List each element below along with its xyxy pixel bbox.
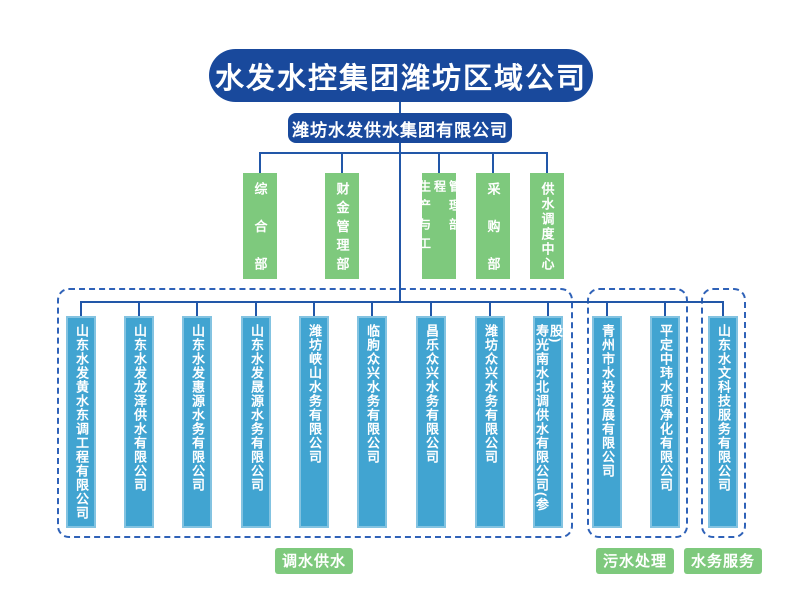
subsidiary-name: 山东水文科技服务有限公司 — [716, 324, 731, 492]
root-company-name: 水发水控集团潍坊区域公司 — [214, 62, 587, 95]
subsidiary-box: 山东水发龙泽供水有限公司 — [124, 316, 154, 528]
subsidiary-name: 青州市水投发展有限公司 — [600, 324, 615, 478]
group-company-box: 潍坊水发供水集团有限公司 — [288, 113, 512, 143]
department-name: 综合部 — [252, 182, 268, 270]
subsidiary-name: 山东水发龙泽供水有限公司 — [132, 324, 147, 492]
connector-stub — [489, 301, 491, 316]
group-outline-water-affairs-service — [701, 288, 746, 538]
connector-stub — [371, 301, 373, 316]
department-box-finance: 财金管理部 — [325, 173, 359, 279]
subsidiary-box: 潍坊峡山水务有限公司 — [299, 316, 329, 528]
subsidiary-name: 昌乐众兴水务有限公司 — [424, 324, 439, 464]
subsidiary-name: 临朐众兴水务有限公司 — [365, 324, 380, 464]
connector-stub — [546, 152, 548, 173]
department-name: 采购部 — [485, 182, 501, 270]
connector-trunk — [399, 143, 401, 303]
connector-subsidiary-rail — [80, 301, 724, 303]
department-box-procurement: 采购部 — [476, 173, 510, 279]
subsidiary-name: 寿光南水北调供水有限公司(参股) — [534, 324, 563, 512]
department-name: 供水调度中心 — [539, 182, 555, 270]
connector-stub — [438, 152, 440, 173]
group-company-name: 潍坊水发供水集团有限公司 — [292, 120, 508, 140]
subsidiary-name: 潍坊众兴水务有限公司 — [483, 324, 498, 464]
subsidiary-box: 潍坊众兴水务有限公司 — [475, 316, 505, 528]
connector-department-rail — [259, 152, 547, 154]
subsidiary-box: 山东水发晟源水务有限公司 — [241, 316, 271, 528]
connector-stub — [196, 301, 198, 316]
connector-stub — [547, 301, 549, 316]
department-box-production-engineering: 生产与工程 管理部 — [418, 173, 462, 279]
connector-stub — [606, 301, 608, 316]
connector-stub — [341, 152, 343, 173]
subsidiary-box: 青州市水投发展有限公司 — [592, 316, 622, 528]
subsidiary-name: 山东水发黄水东调工程有限公司 — [74, 324, 89, 520]
subsidiary-name: 潍坊峡山水务有限公司 — [307, 324, 322, 464]
subsidiary-box: 山东水文科技服务有限公司 — [708, 316, 738, 528]
subsidiary-box: 寿光南水北调供水有限公司(参股) — [533, 316, 563, 528]
subsidiary-box: 平定中玮水质净化有限公司 — [650, 316, 680, 528]
category-tag-water-diversion-supply: 调水供水 — [274, 548, 354, 574]
category-tag-sewage-treatment: 污水处理 — [595, 548, 675, 574]
subsidiary-box: 昌乐众兴水务有限公司 — [416, 316, 446, 528]
department-name: 生产与工程 管理部 — [417, 180, 462, 256]
subsidiary-name: 山东水发晟源水务有限公司 — [249, 324, 264, 492]
department-name: 财金管理部 — [334, 182, 350, 270]
connector-root-to-group — [399, 102, 401, 113]
group-outline-water-diversion-supply — [57, 288, 573, 538]
subsidiary-name: 平定中玮水质净化有限公司 — [658, 324, 673, 492]
connector-stub — [138, 301, 140, 316]
department-box-water-dispatch-center: 供水调度中心 — [530, 173, 564, 279]
connector-stub — [722, 301, 724, 316]
connector-stub — [430, 301, 432, 316]
root-company-box: 水发水控集团潍坊区域公司 — [209, 49, 593, 102]
category-tag-water-affairs-service: 水务服务 — [683, 548, 763, 574]
subsidiary-box: 临朐众兴水务有限公司 — [357, 316, 387, 528]
subsidiary-name: 山东水发惠源水务有限公司 — [190, 324, 205, 492]
group-outline-sewage-treatment — [587, 288, 688, 538]
connector-stub — [259, 152, 261, 173]
connector-stub — [255, 301, 257, 316]
connector-stub — [80, 301, 82, 316]
department-box-general: 综合部 — [243, 173, 277, 279]
connector-stub — [492, 152, 494, 173]
subsidiary-box: 山东水发黄水东调工程有限公司 — [66, 316, 96, 528]
subsidiary-box: 山东水发惠源水务有限公司 — [182, 316, 212, 528]
connector-stub — [313, 301, 315, 316]
connector-stub — [664, 301, 666, 316]
